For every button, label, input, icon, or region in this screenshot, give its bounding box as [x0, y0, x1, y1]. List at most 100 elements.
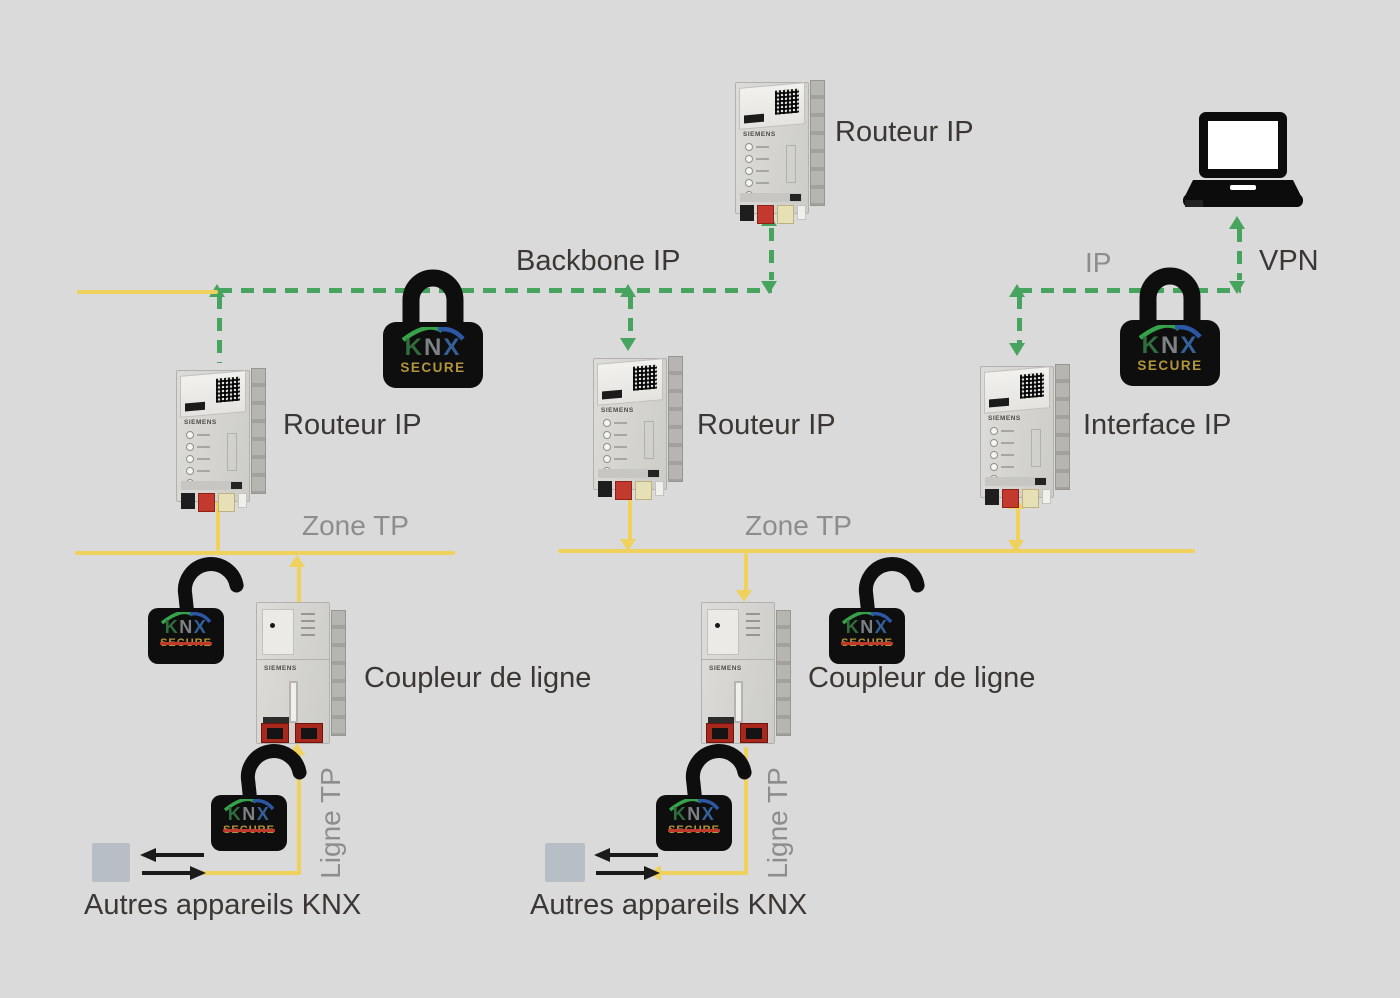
arrow-up-icon [620, 284, 636, 297]
device-line-coupler-left: SIEMENS [256, 602, 346, 744]
brand-label: SIEMENS [988, 415, 1021, 422]
qr-code-icon [633, 364, 657, 391]
device-interface-ip: SIEMENS [980, 356, 1070, 508]
knx-letter-x: X [256, 804, 271, 824]
ip-vpn-line [1019, 288, 1241, 293]
knx-letter-x: X [701, 804, 716, 824]
knx-letter-n: N [860, 617, 875, 637]
arrow-down-icon [1009, 343, 1025, 356]
lock-body: KNX SECURE [656, 795, 732, 851]
label-ip: IP [1085, 247, 1112, 278]
label-router-ip-center: Routeur IP [697, 409, 836, 441]
knx-secure-lock-open-zone-center: KNX SECURE [829, 550, 943, 664]
din-rail [668, 356, 683, 482]
knx-letter-x: X [1180, 332, 1199, 359]
laptop-icon [1183, 112, 1303, 223]
brand-label: SIEMENS [709, 665, 742, 672]
backbone-drop-center-router [628, 296, 633, 338]
device-body: SIEMENS [980, 366, 1054, 508]
knx-letter-x: X [443, 334, 462, 361]
label-line-coupler-center: Coupleur de ligne [808, 662, 1036, 694]
brand-label: SIEMENS [184, 419, 217, 426]
device-body: SIEMENS [701, 602, 775, 744]
knx-swoosh-icon [160, 612, 212, 625]
device-top-label [180, 370, 246, 418]
knx-logo-text: KNX [846, 618, 889, 637]
label-line-coupler-left: Coupleur de ligne [364, 662, 592, 694]
label-router-ip-left: Routeur IP [283, 409, 422, 441]
knx-letter-k: K [845, 617, 861, 637]
knx-letter-n: N [242, 804, 257, 824]
lock-shackle-icon [685, 744, 752, 805]
device-router-ip-left: SIEMENS [176, 360, 266, 512]
label-backbone-ip: Backbone IP [516, 245, 681, 277]
arrow-down-icon [1008, 540, 1024, 552]
tp-interface-to-zone [1016, 508, 1020, 542]
lock-body: KNX SECURE [383, 322, 483, 388]
knx-swoosh-icon [1138, 325, 1202, 340]
zone-tp-line-right [558, 549, 1195, 553]
lock-body: KNX SECURE [829, 608, 905, 664]
label-zone-tp-right: Zone TP [745, 510, 852, 541]
exchange-arrows-icon [594, 846, 660, 887]
knx-secure-lock-closed-backbone: KNX SECURE [383, 260, 483, 388]
zone-tp-line-left [75, 551, 455, 555]
knx-letter-n: N [1160, 332, 1181, 359]
ip-drop-interface [1017, 296, 1022, 343]
lock-shackle-icon [402, 269, 464, 326]
knx-letter-k: K [672, 804, 688, 824]
tp-stub-left [77, 290, 218, 294]
label-ligne-tp-center: Ligne TP [762, 767, 793, 879]
device-body: SIEMENS [176, 370, 250, 512]
label-vpn: VPN [1259, 245, 1319, 277]
device-body: SIEMENS [593, 358, 667, 500]
ligne-tp-center-vertical [744, 747, 748, 875]
knx-logo-text: KNX [405, 335, 462, 360]
knx-swoosh-icon [841, 612, 893, 625]
arrow-down-icon [620, 539, 636, 551]
brand-label: SIEMENS [743, 131, 776, 138]
label-other-knx-left: Autres appareils KNX [84, 889, 362, 921]
lock-body: KNX SECURE [1120, 320, 1220, 386]
backbone-drop-top-router [769, 228, 774, 280]
lock-shackle-icon [177, 557, 244, 618]
arrow-down-icon [620, 338, 636, 351]
backbone-drop-left-router [217, 296, 222, 363]
secure-text: SECURE [400, 360, 466, 376]
lock-shackle-icon [858, 557, 925, 618]
knx-letter-n: N [179, 617, 194, 637]
knx-logo-text: KNX [228, 805, 271, 824]
din-rail [776, 610, 791, 736]
knx-letter-x: X [874, 617, 889, 637]
qr-code-icon [216, 376, 240, 403]
secure-text-struck: SECURE [668, 823, 720, 836]
knx-device-square [545, 843, 585, 882]
knx-letter-x: X [193, 617, 208, 637]
knx-logo-text: KNX [165, 618, 208, 637]
knx-secure-lock-open-ligne-center: KNX SECURE [656, 737, 770, 851]
tp-center-router-to-zone [628, 490, 632, 540]
arrow-down-icon [1229, 281, 1245, 294]
arrow-up-icon [1229, 216, 1245, 229]
din-rail [1055, 364, 1070, 490]
knx-secure-lock-open-ligne-left: KNX SECURE [211, 737, 325, 851]
knx-device-square [92, 843, 130, 882]
knx-secure-lock-open-zone-left: KNX SECURE [148, 550, 262, 664]
din-rail [251, 368, 266, 494]
knx-logo-text: KNX [673, 805, 716, 824]
qr-code-icon [1020, 372, 1044, 399]
arrow-up-icon [289, 555, 305, 567]
ligne-tp-left-vertical [297, 754, 301, 875]
knx-letter-k: K [164, 617, 180, 637]
lock-body: KNX SECURE [211, 795, 287, 851]
secure-text: SECURE [1137, 358, 1203, 374]
knx-logo-text: KNX [1142, 333, 1199, 358]
lock-shackle-icon [1139, 267, 1201, 324]
secure-text-struck: SECURE [841, 636, 893, 649]
device-router-ip-center: SIEMENS [593, 348, 683, 500]
label-interface-ip: Interface IP [1083, 409, 1232, 441]
secure-text-struck: SECURE [160, 636, 212, 649]
label-zone-tp-left: Zone TP [302, 510, 409, 541]
knx-letter-n: N [687, 804, 702, 824]
